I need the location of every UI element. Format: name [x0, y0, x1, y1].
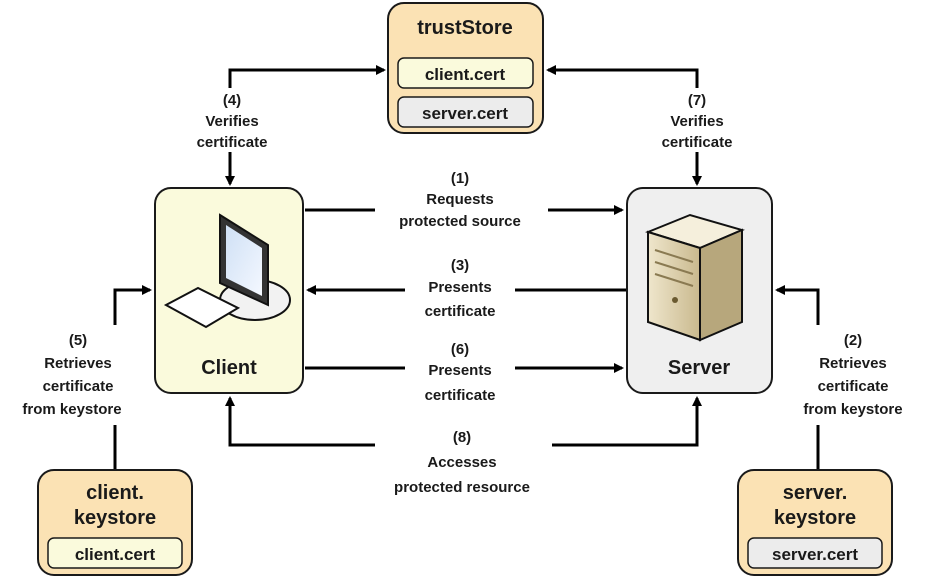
server-node: Server: [626, 187, 773, 394]
step-1-text: Requests: [426, 191, 494, 208]
step-4-text: certificate: [197, 134, 268, 151]
step-8-text: Accesses: [427, 454, 496, 471]
step-1-text: protected source: [399, 213, 521, 230]
trust-store-server-cert: server.cert: [422, 104, 508, 123]
server-tower-icon: [645, 213, 745, 342]
server-label: Server: [668, 357, 730, 379]
client-label: Client: [201, 357, 257, 379]
step-7-text: certificate: [662, 134, 733, 151]
step-4-label: (4) Verifies certificate: [197, 92, 268, 151]
trust-store-title: trustStore: [417, 17, 513, 39]
server-keystore-title-1: server.: [783, 482, 848, 504]
step-5-text: Retrieves: [44, 355, 112, 372]
step-5-label: (5) Retrieves certificate from keystore: [22, 332, 121, 418]
step-3-text: certificate: [425, 303, 496, 320]
step-5-text: from keystore: [22, 401, 121, 418]
step-4-text: Verifies: [205, 113, 258, 130]
step-labels: (4) Verifies certificate (7) Verifies certif…: [22, 92, 902, 496]
step-2-number: (2): [844, 332, 862, 349]
trust-store-client-cert: client.cert: [425, 65, 506, 84]
step-4-number: (4): [223, 92, 241, 109]
connectors: [113, 65, 820, 470]
step-6-text: Presents: [428, 362, 491, 379]
step-3-label: (3) Presents certificate: [425, 257, 496, 320]
step-6-number: (6): [451, 341, 469, 358]
step-5-text: certificate: [43, 378, 114, 395]
step-3-text: Presents: [428, 279, 491, 296]
step-1-label: (1) Requests protected source: [399, 170, 521, 230]
step-7-text: Verifies: [670, 113, 723, 130]
client-keystore: client. keystore client.cert: [37, 469, 193, 576]
client-keystore-cert: client.cert: [75, 545, 156, 564]
step-8-text: protected resource: [394, 479, 530, 496]
step-6-text: certificate: [425, 387, 496, 404]
step-7-label: (7) Verifies certificate: [662, 92, 733, 151]
step-2-text: Retrieves: [819, 355, 887, 372]
step-2-text: from keystore: [803, 401, 902, 418]
step-1-number: (1): [451, 170, 469, 187]
client-node: Client: [154, 187, 304, 394]
server-keystore-title-2: keystore: [774, 507, 856, 529]
step-7-number: (7): [688, 92, 706, 109]
client-keystore-title-2: keystore: [74, 507, 156, 529]
trust-store: trustStore client.cert server.cert: [387, 2, 544, 134]
step-2-text: certificate: [818, 378, 889, 395]
step-3-number: (3): [451, 257, 469, 274]
step-8-number: (8): [453, 429, 471, 446]
step-6-label: (6) Presents certificate: [425, 341, 496, 404]
step-2-label: (2) Retrieves certificate from keystore: [803, 332, 902, 418]
desktop-computer-icon: [163, 213, 291, 329]
server-keystore-cert: server.cert: [772, 545, 858, 564]
client-keystore-title-1: client.: [86, 482, 144, 504]
step-8-label: (8) Accesses protected resource: [394, 429, 530, 496]
step-5-number: (5): [69, 332, 87, 349]
server-keystore: server. keystore server.cert: [737, 469, 893, 576]
